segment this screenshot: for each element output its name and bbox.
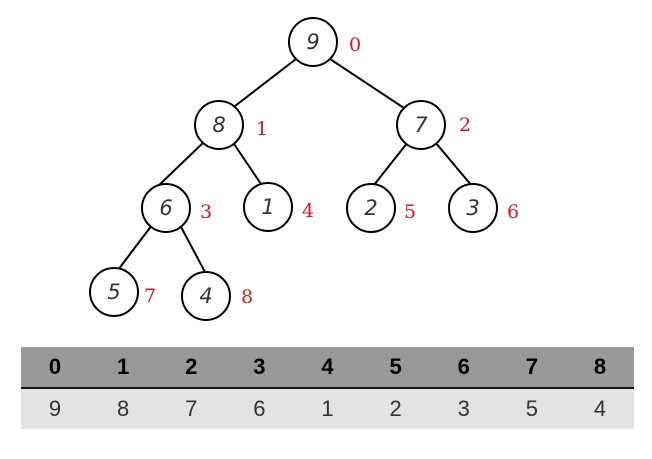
node-circle <box>396 100 446 150</box>
node-value: 6 <box>159 196 172 220</box>
node-value: 1 <box>261 195 274 219</box>
value-cell: 6 <box>225 388 294 429</box>
index-header-cell: 4 <box>293 347 362 389</box>
node-index-label: 2 <box>459 114 471 136</box>
tree-node-8: 4 8 <box>181 271 253 321</box>
edge-0-1 <box>234 58 297 107</box>
value-cell: 2 <box>361 388 430 429</box>
value-cell: 3 <box>429 388 498 429</box>
node-circle <box>194 100 244 150</box>
node-index-label: 6 <box>507 201 519 223</box>
tree-node-4: 1 4 <box>243 182 314 232</box>
node-index-label: 4 <box>302 200 314 222</box>
index-header-cell: 6 <box>429 347 498 389</box>
node-circle <box>141 183 191 233</box>
index-header-cell: 8 <box>565 347 634 389</box>
node-circle <box>288 17 338 67</box>
node-circle <box>243 182 293 232</box>
node-value: 4 <box>199 284 212 308</box>
node-value: 7 <box>414 113 428 137</box>
edge-2-5 <box>373 141 409 186</box>
tree-node-1: 8 1 <box>194 100 268 150</box>
tree-node-7: 5 7 <box>89 267 156 317</box>
node-value: 9 <box>306 30 319 54</box>
index-header-row: 0 1 2 3 4 5 6 7 8 <box>21 347 634 389</box>
heap-array-table: 0 1 2 3 4 5 6 7 8 9 8 7 6 1 2 3 5 4 <box>21 347 634 429</box>
edge-3-8 <box>179 224 206 273</box>
node-index-label: 7 <box>144 285 156 307</box>
node-circle <box>346 183 396 233</box>
tree-node-0: 9 0 <box>288 17 361 67</box>
index-header-cell: 0 <box>21 347 90 389</box>
node-circle <box>181 271 231 321</box>
value-cell: 7 <box>157 388 226 429</box>
node-index-label: 1 <box>256 118 268 140</box>
edge-1-4 <box>231 140 262 185</box>
node-index-label: 3 <box>200 201 212 223</box>
node-circle <box>89 267 139 317</box>
value-cell: 9 <box>21 388 90 429</box>
tree-edges <box>117 58 473 273</box>
node-value: 5 <box>107 280 120 304</box>
node-value: 8 <box>212 113 225 137</box>
node-index-label: 8 <box>241 286 253 308</box>
edge-0-2 <box>329 58 405 109</box>
tree-node-2: 7 2 <box>396 100 471 150</box>
edge-3-7 <box>117 224 153 271</box>
node-circle <box>448 183 498 233</box>
tree-node-6: 3 6 <box>448 183 519 233</box>
value-cell: 8 <box>89 388 158 429</box>
node-index-label: 0 <box>349 34 361 56</box>
edge-1-3 <box>154 140 206 190</box>
value-cell: 4 <box>565 388 634 429</box>
node-index-label: 5 <box>404 201 416 223</box>
edge-2-6 <box>434 141 473 187</box>
index-header-cell: 3 <box>225 347 294 389</box>
value-row: 9 8 7 6 1 2 3 5 4 <box>21 388 634 429</box>
value-cell: 1 <box>293 388 362 429</box>
node-value: 2 <box>364 196 377 220</box>
value-cell: 5 <box>497 388 566 429</box>
node-value: 3 <box>466 196 479 220</box>
index-header-cell: 7 <box>497 347 566 389</box>
tree-node-3: 6 3 <box>141 183 212 233</box>
index-header-cell: 5 <box>361 347 430 389</box>
tree-node-5: 2 5 <box>346 183 416 233</box>
index-header-cell: 1 <box>89 347 158 389</box>
index-header-cell: 2 <box>157 347 226 389</box>
